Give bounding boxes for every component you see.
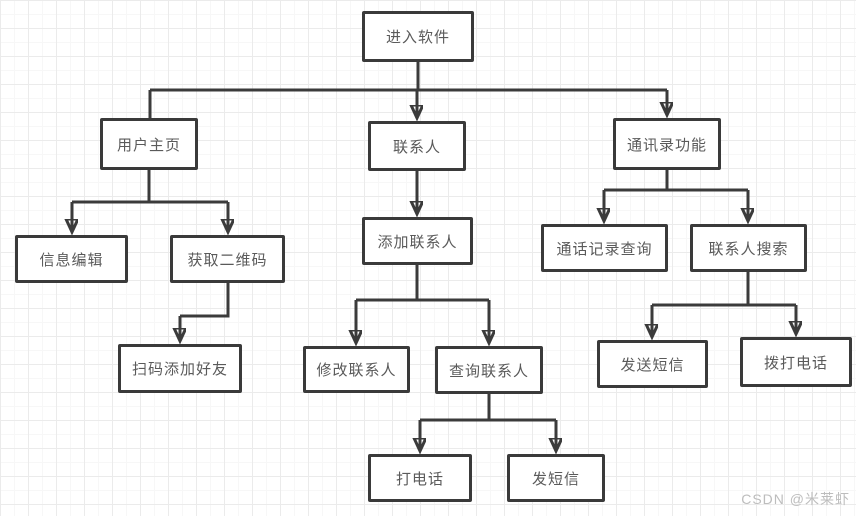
node-call-record-query: 通话记录查询	[541, 224, 668, 272]
node-info-edit: 信息编辑	[15, 235, 128, 283]
csdn-watermark: CSDN @米莱虾	[741, 491, 850, 507]
node-label: 发短信	[531, 470, 580, 488]
node-make-call: 打电话	[368, 454, 472, 502]
node-label: 获取二维码	[187, 251, 268, 269]
node-label: 信息编辑	[39, 251, 104, 269]
node-contact-search: 联系人搜索	[690, 224, 807, 272]
node-label: 发送短信	[620, 356, 685, 374]
node-label: 进入软件	[385, 29, 450, 46]
node-label: 修改联系人	[316, 362, 397, 379]
node-get-qr-code: 获取二维码	[170, 235, 285, 283]
node-modify-contact: 修改联系人	[303, 346, 410, 393]
edge-root-split	[148, 62, 667, 119]
node-dial-call: 拨打电话	[740, 337, 852, 387]
node-user-home: 用户主页	[100, 118, 198, 170]
node-label: 通话记录查询	[556, 240, 653, 258]
edge-addressbook-split	[604, 170, 748, 192]
node-contacts: 联系人	[368, 121, 466, 171]
edge-userhome-split	[72, 170, 228, 204]
node-addressbook-features: 通讯录功能	[613, 118, 721, 170]
edge-querycontact-split	[420, 394, 556, 422]
edge-qrcode-elbow	[180, 283, 230, 318]
node-label: 添加联系人	[377, 233, 458, 251]
node-label: 联系人	[392, 138, 441, 156]
node-label: 查询联系人	[448, 362, 529, 380]
edge-search-split	[652, 272, 796, 307]
node-scan-add-friend: 扫码添加好友	[118, 344, 242, 393]
node-add-contact: 添加联系人	[362, 217, 473, 265]
edge-addcontact-split	[356, 265, 489, 302]
node-send-message: 发送短信	[597, 340, 708, 388]
node-label: 通讯录功能	[626, 136, 707, 154]
node-label: 联系人搜索	[708, 240, 789, 258]
node-label: 打电话	[395, 470, 444, 488]
node-label: 扫码添加好友	[131, 361, 228, 378]
node-enter-software: 进入软件	[362, 11, 474, 62]
node-label: 用户主页	[116, 136, 181, 154]
node-send-sms: 发短信	[507, 454, 605, 502]
node-query-contact: 查询联系人	[435, 346, 543, 394]
node-label: 拨打电话	[763, 354, 828, 372]
